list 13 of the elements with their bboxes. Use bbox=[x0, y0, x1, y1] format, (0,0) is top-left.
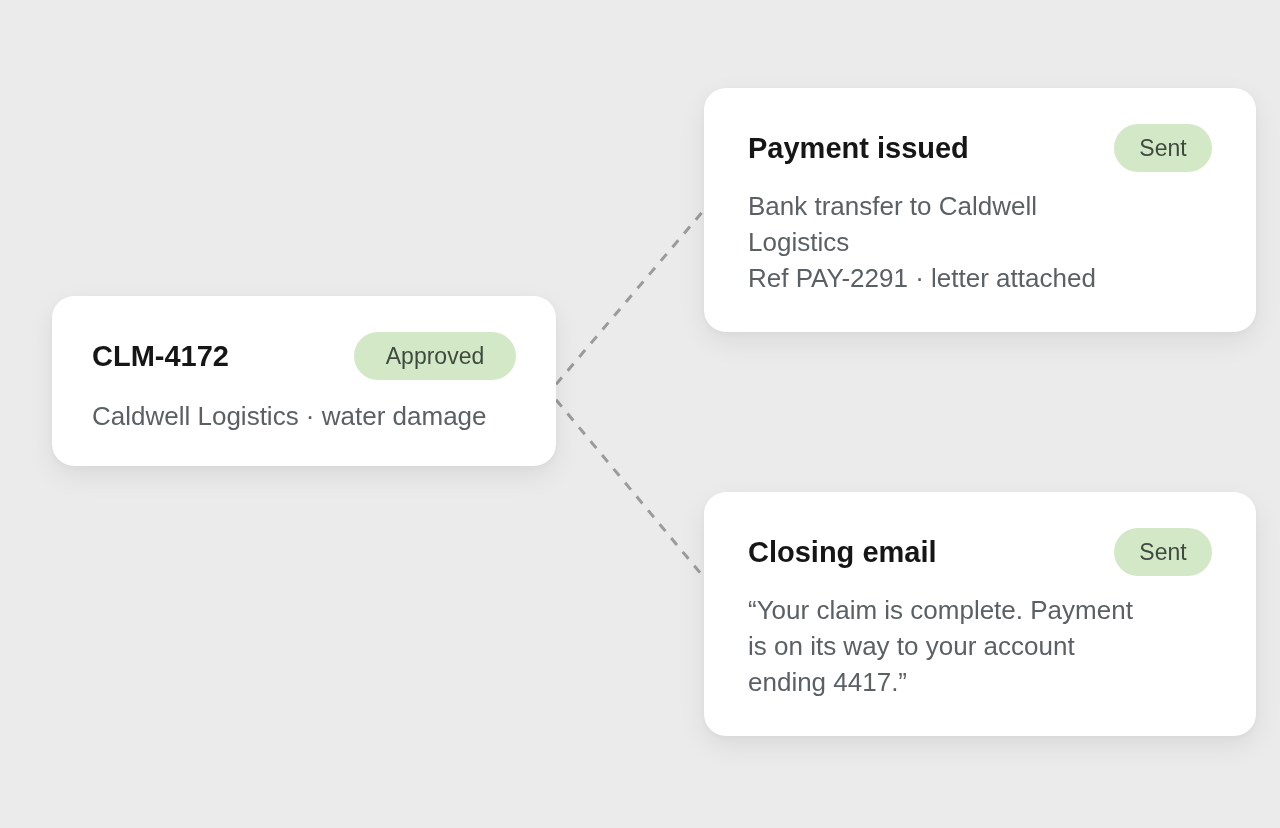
status-badge: Approved bbox=[354, 332, 516, 380]
card-description: Caldwell Logistics · water damage bbox=[92, 400, 488, 433]
card-description: “Your claim is complete. Payment is on its way to your account ending 4417.” bbox=[748, 594, 1134, 699]
status-badge: Sent bbox=[1114, 124, 1212, 172]
claim-card bbox=[52, 296, 556, 466]
card-title: Closing email bbox=[748, 535, 937, 569]
card-title: CLM-4172 bbox=[92, 339, 229, 373]
card-description: Bank transfer to Caldwell Logistics bbox=[748, 190, 1039, 259]
status-badge: Sent bbox=[1114, 528, 1212, 576]
claim-card bbox=[704, 492, 1256, 736]
claim-card bbox=[704, 88, 1256, 332]
card-description: Ref PAY-2291 · letter attached bbox=[748, 262, 1097, 295]
card-title: Payment issued bbox=[748, 131, 969, 165]
